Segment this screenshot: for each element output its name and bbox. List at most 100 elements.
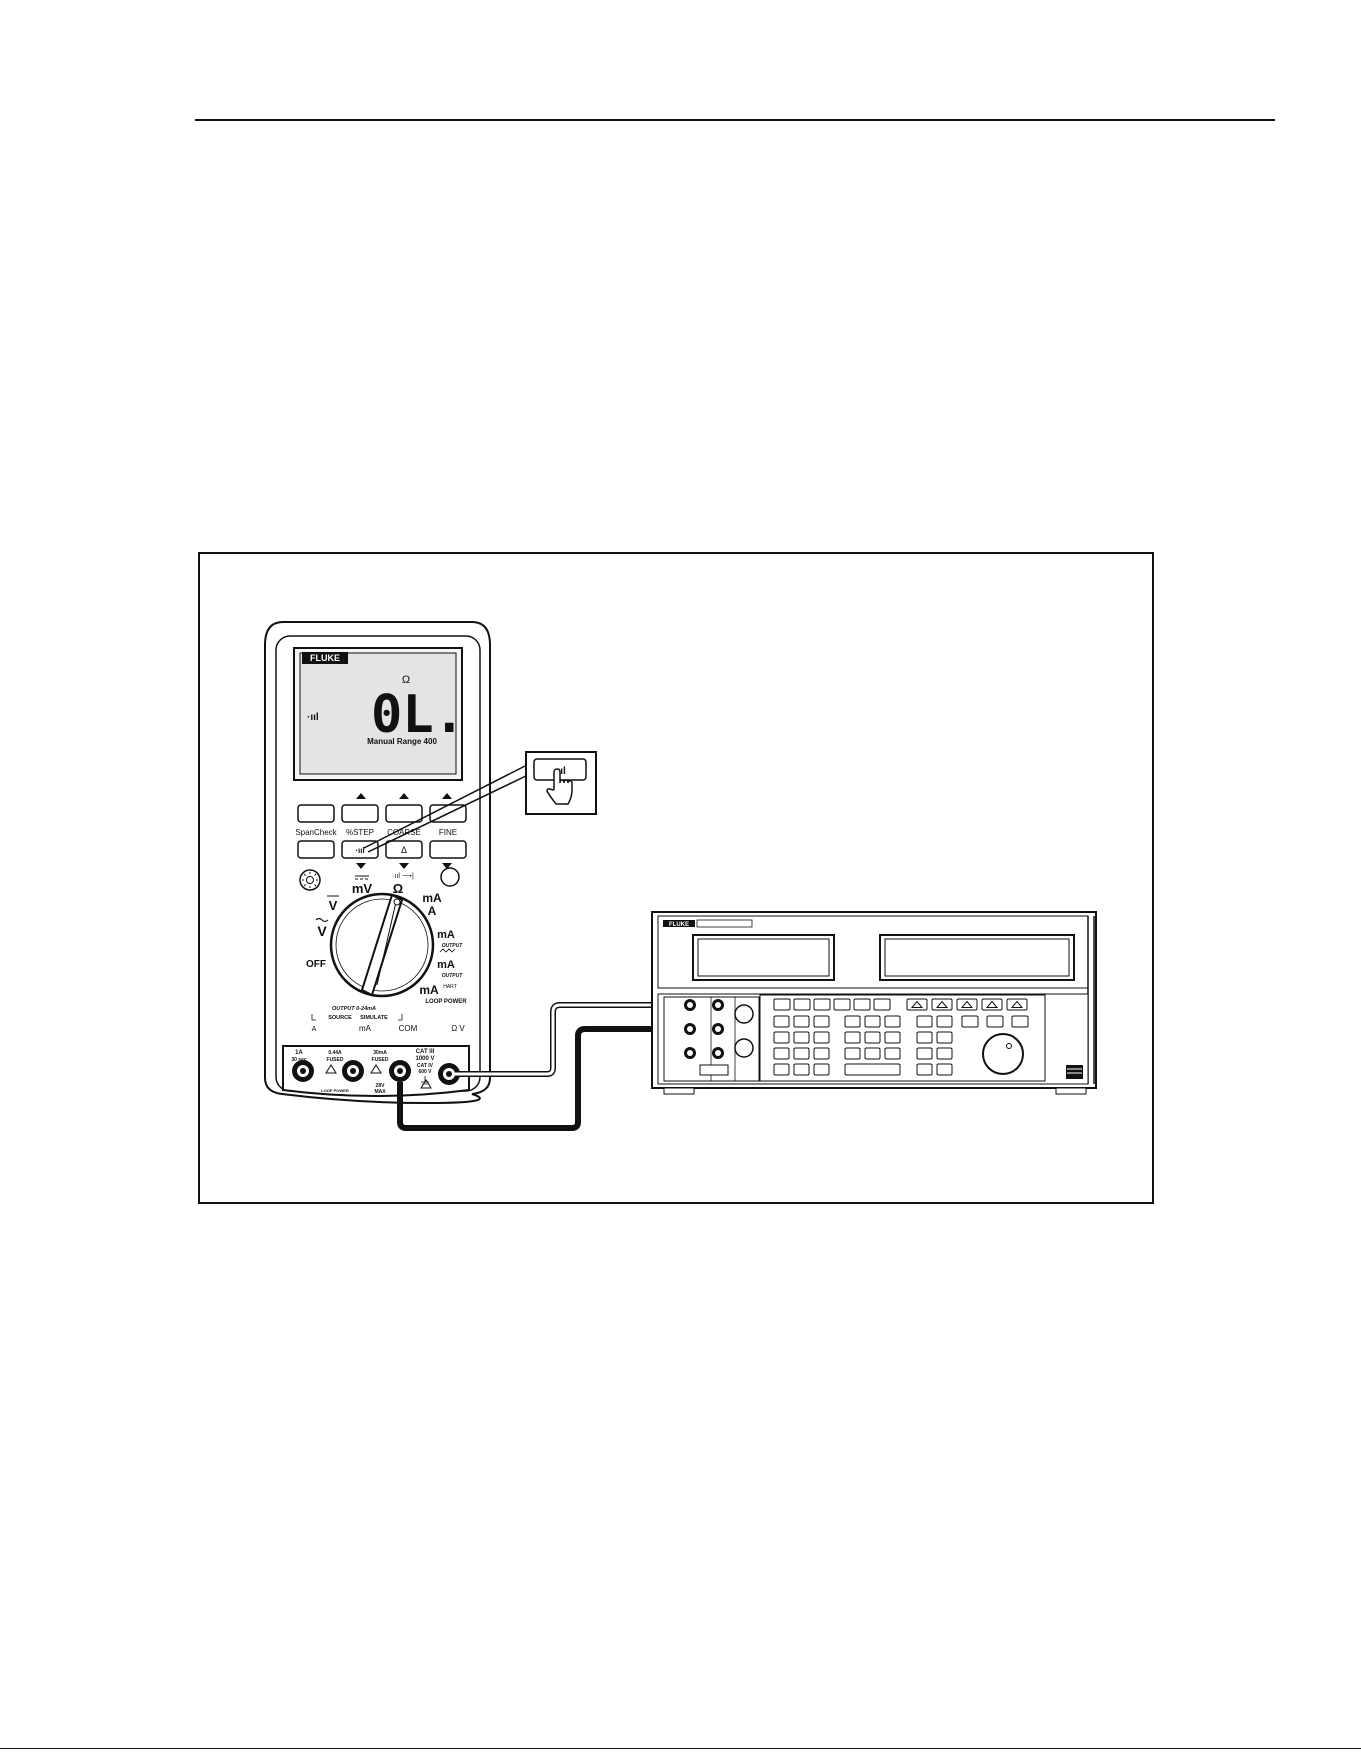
loop-power-terminal-label: LOOP POWER [321,1088,349,1093]
numeric-key[interactable] [845,1032,860,1043]
numeric-key[interactable] [865,1032,880,1043]
dial-hart-label: HART [443,984,457,990]
display-reading: 0L. [371,685,465,745]
fuse-30ma-label: 30mA [373,1050,387,1056]
keypad-key[interactable] [794,1064,809,1075]
softkey[interactable] [932,999,952,1010]
softkey[interactable] [907,999,927,1010]
fine-button[interactable] [430,841,466,858]
softkey[interactable] [1007,999,1027,1010]
keypad-key[interactable] [774,1032,789,1043]
unit-key[interactable] [917,1048,932,1059]
power-button[interactable] [441,868,459,886]
function-key[interactable] [834,999,850,1010]
dial-ma-output: mA [437,929,455,941]
unit-key[interactable] [937,1016,952,1027]
step-label: %STEP [346,828,374,837]
keypad-key[interactable] [794,1016,809,1027]
cursor-key[interactable] [1012,1016,1028,1027]
fuse-1a-label: 1A [295,1050,303,1056]
spancheck-button[interactable] [298,841,334,858]
cursor-key[interactable] [962,1016,978,1027]
keypad-key[interactable] [774,1064,789,1075]
v1000-label: 1000 V [415,1056,434,1062]
keypad-key[interactable] [794,1048,809,1059]
calibrator-control-display [880,935,1074,980]
dial-vac: V [317,923,327,939]
function-key[interactable] [794,999,810,1010]
calibrator-knob[interactable] [983,1034,1023,1074]
multimeter: FLUKE Ω 0L. ·ııl Manual Range 400 SpanCh… [265,622,490,1103]
keypad-key[interactable] [774,1048,789,1059]
rotary-dial[interactable] [331,894,433,996]
dial-vdc: V [329,898,338,913]
continuity-button-label: ·ııl [355,846,364,855]
unit-key[interactable] [937,1032,952,1043]
keypad-key[interactable] [814,1064,829,1075]
function-key[interactable] [774,999,790,1010]
fused-label-2: FUSED [372,1057,389,1063]
softkey[interactable] [957,999,977,1010]
jack-com[interactable] [389,1060,411,1082]
dial-ma-hart: mA [419,983,439,997]
simulate-label: SIMULATE [360,1015,388,1021]
dial-output-label: OUTPUT [442,943,464,949]
keypad-key[interactable] [774,1016,789,1027]
spancheck-label: SpanCheck [295,828,337,837]
function-key[interactable] [874,999,890,1010]
numeric-key[interactable] [865,1016,880,1027]
dial-ma: mA [422,891,442,905]
calibrator-foot-right [1056,1088,1086,1094]
softkey[interactable] [982,999,1002,1010]
cursor-key[interactable] [987,1016,1003,1027]
backlight-icon[interactable] [300,870,320,890]
numeric-key[interactable] [845,1016,860,1027]
max-label: MAX [374,1089,386,1095]
button-top-1[interactable] [298,805,334,822]
numeric-key[interactable] [845,1048,860,1059]
numeric-key[interactable] [865,1048,880,1059]
terminal-ma-label: mA [359,1024,372,1033]
fuse-044-label: 0.44A [328,1050,342,1056]
unit-key[interactable] [917,1016,932,1027]
fine-label: FINE [439,828,457,837]
keypad-key[interactable] [814,1048,829,1059]
numeric-key[interactable] [885,1048,900,1059]
button-top-2[interactable] [342,805,378,822]
display-continuity-symbol: ·ııl [307,712,319,723]
numeric-key[interactable] [885,1032,900,1043]
calibrator-output-display [693,935,834,980]
calibrator-foot-left [664,1088,694,1094]
fused-label-1: FUSED [327,1057,344,1063]
dial-ma-output-2: mA [437,959,455,971]
dial-loop-power: LOOP POWER [425,999,467,1005]
unit-key[interactable] [937,1064,952,1075]
dial-mv: mV [352,881,373,896]
numeric-key[interactable] [885,1016,900,1027]
enter-key[interactable] [845,1064,900,1075]
meter-brand: FLUKE [310,653,340,663]
dial-ohm: Ω [393,881,403,896]
source-label: SOURCE [328,1015,352,1021]
function-key[interactable] [814,999,830,1010]
jack-1a[interactable] [292,1060,314,1082]
keypad-key[interactable] [814,1016,829,1027]
unit-key[interactable] [937,1048,952,1059]
jack-ma[interactable] [342,1060,364,1082]
calibrator: FLUKE [652,912,1096,1094]
button-top-3[interactable] [386,805,422,822]
cat3-label: CAT III [416,1049,435,1055]
unit-key[interactable] [917,1032,932,1043]
calibrator-power-switch[interactable] [1066,1065,1083,1079]
display-range-text: Manual Range 400 [367,737,437,746]
keypad-key[interactable] [794,1032,809,1043]
keypad-key[interactable] [814,1032,829,1043]
function-key[interactable] [854,999,870,1010]
terminal-com-label: COM [399,1024,418,1033]
meter-display: FLUKE Ω 0L. ·ııl Manual Range 400 [294,648,465,780]
dial-output-label-2: OUTPUT [442,973,464,979]
delta-button-label: Δ [401,845,407,855]
unit-key[interactable] [917,1064,932,1075]
terminal-ohm-v-label: Ω V [451,1024,465,1033]
